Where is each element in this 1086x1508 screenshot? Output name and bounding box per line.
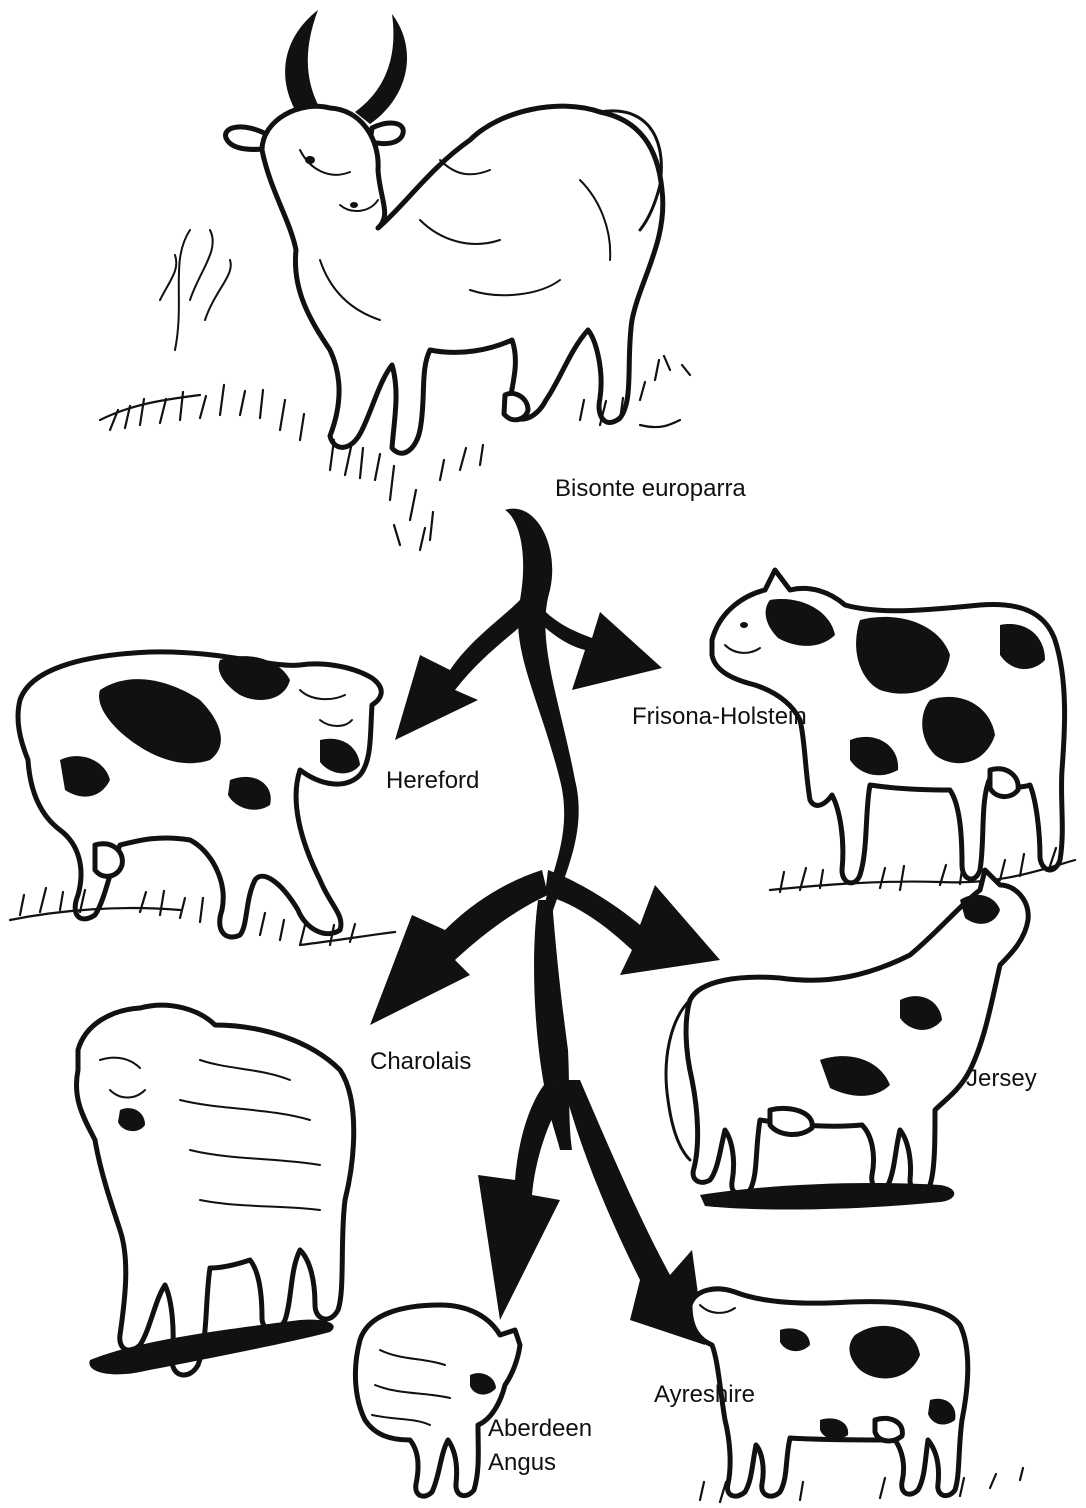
label-charolais: Charolais	[370, 1045, 471, 1078]
lineage-arrows	[370, 509, 720, 1345]
label-hereford: Hereford	[386, 764, 479, 797]
label-bisonte-europarra: Bisonte europarra	[555, 472, 746, 505]
label-angus: Angus	[488, 1446, 556, 1479]
charolais-illustration	[76, 1005, 353, 1375]
label-ayreshire: Ayreshire	[654, 1378, 755, 1411]
hereford-illustration	[10, 652, 395, 945]
label-frisona-holstein: Frisona-Holstein	[632, 700, 807, 733]
label-aberdeen: Aberdeen	[488, 1412, 592, 1445]
bisonte-europarra-illustration	[100, 10, 690, 550]
label-jersey: Jersey	[966, 1062, 1037, 1095]
jersey-illustration	[666, 870, 1028, 1209]
